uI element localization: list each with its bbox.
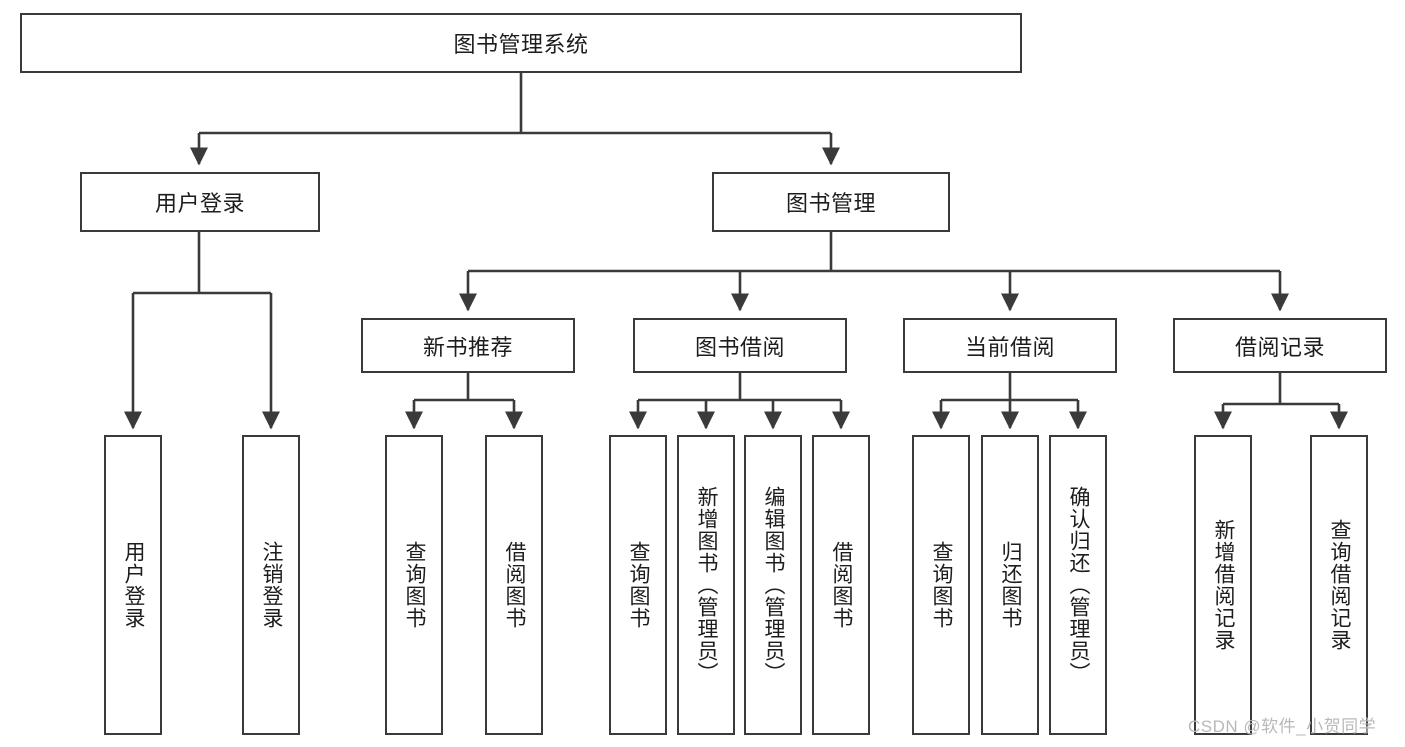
leaf-query-book-current-label: 查询图书 xyxy=(930,541,954,629)
leaf-confirm-return-admin-label: 确认归还（管理员） xyxy=(1067,486,1091,684)
leaf-query-borrow-record-label: 查询借阅记录 xyxy=(1328,519,1352,651)
leaf-query-book-recommend-label: 查询图书 xyxy=(403,541,427,629)
leaf-query-book-borrow-label: 查询图书 xyxy=(627,541,651,629)
leaf-return-book-label: 归还图书 xyxy=(999,541,1023,629)
leaf-borrow-book-recommend-label: 借阅图书 xyxy=(503,541,527,629)
node-user-login[interactable]: 用户登录 xyxy=(80,172,320,232)
node-user-login-label: 用户登录 xyxy=(154,191,245,216)
node-book-borrow[interactable]: 图书借阅 xyxy=(633,318,847,373)
node-new-book-recommend-label: 新书推荐 xyxy=(422,334,513,360)
leaf-borrow-book-recommend[interactable]: 借阅图书 xyxy=(485,435,543,735)
node-book-management-label: 图书管理 xyxy=(785,191,876,216)
leaf-logout[interactable]: 注销登录 xyxy=(242,435,300,735)
leaf-confirm-return-admin[interactable]: 确认归还（管理员） xyxy=(1049,435,1107,735)
leaf-query-book-recommend[interactable]: 查询图书 xyxy=(385,435,443,735)
leaf-borrow-book[interactable]: 借阅图书 xyxy=(812,435,870,735)
leaf-return-book[interactable]: 归还图书 xyxy=(981,435,1039,735)
node-new-book-recommend[interactable]: 新书推荐 xyxy=(361,318,575,373)
leaf-query-borrow-record[interactable]: 查询借阅记录 xyxy=(1310,435,1368,735)
node-borrow-record-label: 借阅记录 xyxy=(1234,334,1325,360)
leaf-add-book-admin-label: 新增图书（管理员） xyxy=(695,486,719,684)
leaf-add-book-admin[interactable]: 新增图书（管理员） xyxy=(677,435,735,735)
leaf-query-book-borrow[interactable]: 查询图书 xyxy=(609,435,667,735)
leaf-logout-label: 注销登录 xyxy=(260,541,284,629)
node-current-borrow-label: 当前借阅 xyxy=(964,334,1055,360)
leaf-user-login-label: 用户登录 xyxy=(122,541,146,629)
leaf-user-login[interactable]: 用户登录 xyxy=(104,435,162,735)
node-book-borrow-label: 图书借阅 xyxy=(694,334,785,360)
leaf-query-book-current[interactable]: 查询图书 xyxy=(912,435,970,735)
node-borrow-record[interactable]: 借阅记录 xyxy=(1173,318,1387,373)
node-book-management[interactable]: 图书管理 xyxy=(712,172,950,232)
leaf-edit-book-admin-label: 编辑图书（管理员） xyxy=(762,486,786,684)
leaf-add-borrow-record[interactable]: 新增借阅记录 xyxy=(1194,435,1252,735)
leaf-borrow-book-label: 借阅图书 xyxy=(830,541,854,629)
leaf-edit-book-admin[interactable]: 编辑图书（管理员） xyxy=(744,435,802,735)
watermark: CSDN @软件_小贺同学 xyxy=(1188,717,1377,736)
leaf-add-borrow-record-label: 新增借阅记录 xyxy=(1212,519,1236,651)
node-root-label: 图书管理系统 xyxy=(453,32,589,57)
node-current-borrow[interactable]: 当前借阅 xyxy=(903,318,1117,373)
node-root[interactable]: 图书管理系统 xyxy=(20,13,1022,73)
